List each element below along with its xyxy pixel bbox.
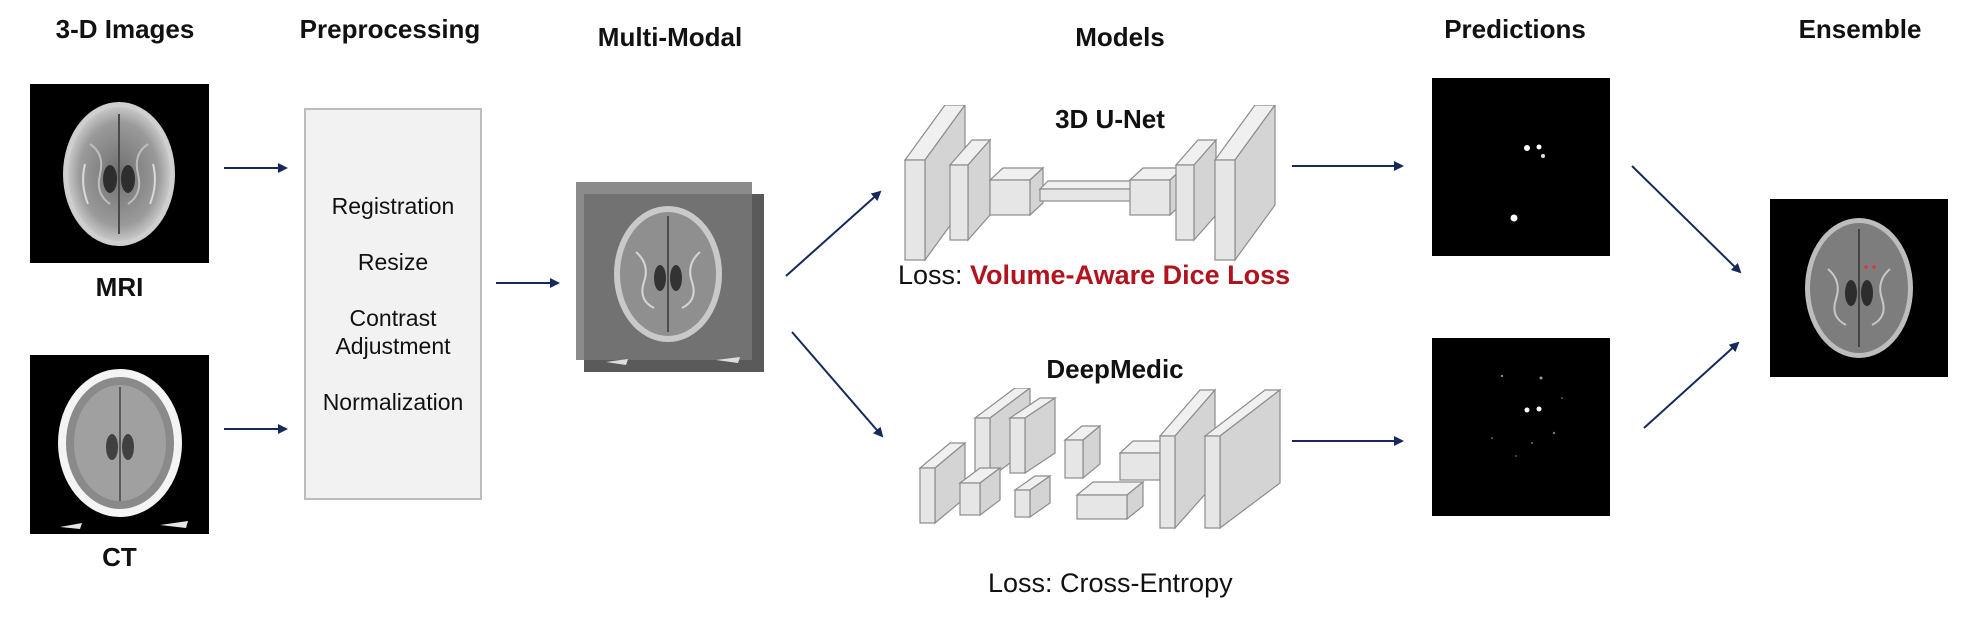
deepmedic-block-d bbox=[1008, 396, 1057, 475]
deepmedic-block-j bbox=[1203, 388, 1282, 530]
unet-block-dec2 bbox=[1174, 138, 1218, 242]
ct-brain-graphic bbox=[58, 369, 188, 529]
title-ensemble: Ensemble bbox=[1798, 14, 1922, 44]
unet-loss: Loss: Volume-Aware Dice Loss bbox=[898, 260, 1290, 291]
mri-image bbox=[30, 84, 209, 263]
step-resize: Resize bbox=[357, 249, 429, 275]
title-3d-images: 3-D Images bbox=[55, 14, 195, 44]
unet-block-enc1 bbox=[903, 105, 966, 262]
unet-name: 3D U-Net bbox=[1055, 104, 1165, 134]
prediction-unet bbox=[1432, 78, 1610, 256]
step-registration: Registration bbox=[331, 193, 455, 219]
deepmedic-block-a bbox=[918, 441, 967, 525]
multi-modal-graphic bbox=[576, 182, 764, 372]
unet-loss-name: Volume-Aware Dice Loss bbox=[970, 260, 1291, 290]
mri-brain-graphic bbox=[63, 102, 175, 246]
prediction-deepmedic-graphic bbox=[1491, 374, 1563, 457]
prediction-deepmedic bbox=[1432, 338, 1610, 516]
step-normalization: Normalization bbox=[322, 389, 464, 415]
multi-modal-image bbox=[576, 182, 766, 374]
deepmedic-block-c bbox=[958, 466, 1002, 517]
step-contrast-adjustment: Contrast Adjustment bbox=[335, 305, 451, 359]
ct-label: CT bbox=[102, 542, 137, 572]
title-models: Models bbox=[1075, 22, 1165, 52]
unet-block-enc2 bbox=[948, 138, 992, 242]
arrow-multimodal-to-unet bbox=[785, 190, 882, 277]
arrow-unet-prediction-to-ensemble bbox=[1631, 165, 1742, 274]
unet-loss-prefix: Loss: bbox=[898, 260, 971, 290]
deepmedic-architecture bbox=[918, 388, 1282, 530]
prediction-unet-graphic bbox=[1510, 144, 1545, 222]
unet-architecture bbox=[903, 105, 1276, 262]
title-preprocessing: Preprocessing bbox=[299, 14, 481, 44]
deepmedic-name: DeepMedic bbox=[1046, 354, 1184, 384]
preprocessing-box: Registration Resize Contrast Adjustment … bbox=[304, 108, 482, 500]
ensemble-graphic bbox=[1805, 218, 1913, 358]
deepmedic-block-e bbox=[1013, 474, 1052, 519]
ct-image bbox=[30, 355, 209, 534]
deepmedic-block-f bbox=[1063, 424, 1102, 480]
unet-block-dec1 bbox=[1213, 105, 1276, 262]
arrow-multimodal-to-deepmedic bbox=[791, 331, 884, 438]
title-multi-modal: Multi-Modal bbox=[597, 22, 743, 52]
deepmedic-loss: Loss: Cross-Entropy bbox=[988, 568, 1233, 598]
unet-block-enc3 bbox=[988, 166, 1045, 217]
ensemble-image bbox=[1770, 199, 1948, 377]
mri-label: MRI bbox=[95, 272, 144, 302]
arrow-deepmedic-prediction-to-ensemble bbox=[1643, 341, 1740, 429]
title-predictions: Predictions bbox=[1444, 14, 1586, 44]
deepmedic-block-g bbox=[1075, 480, 1145, 521]
